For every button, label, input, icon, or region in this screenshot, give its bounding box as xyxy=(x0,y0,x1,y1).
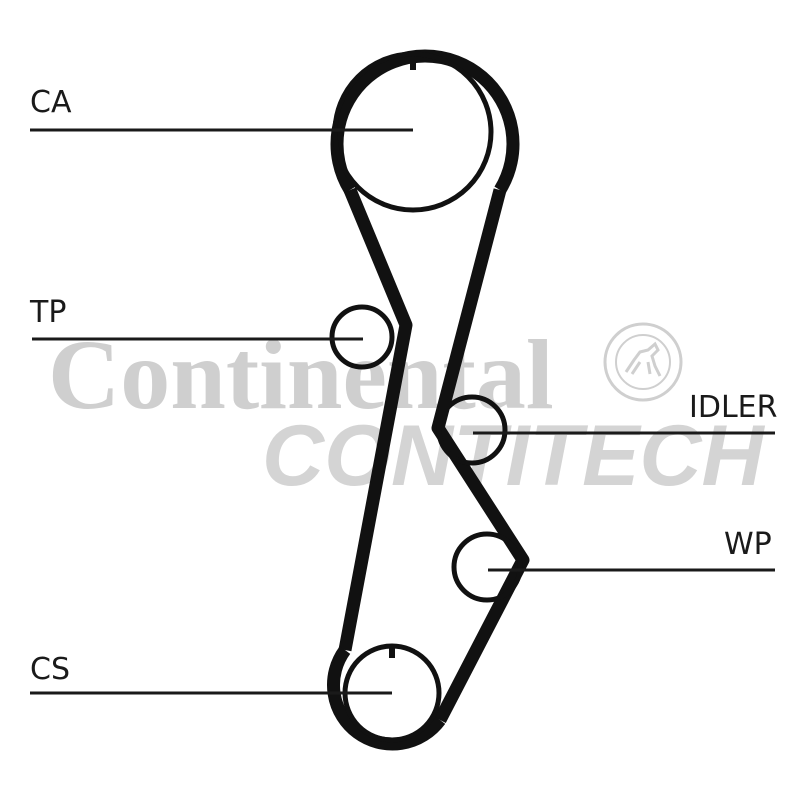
ca-timing-mark xyxy=(410,58,416,70)
watermark-contitech: CONTITECH xyxy=(262,408,766,504)
water-pump-pulley xyxy=(451,531,523,603)
label-wp: WP xyxy=(724,527,772,562)
label-tp: TP xyxy=(30,295,67,330)
cs-timing-mark xyxy=(389,646,395,658)
label-ca: CA xyxy=(30,85,72,120)
tensioner-pulley xyxy=(329,304,395,370)
idler-pulley xyxy=(436,394,508,466)
leader-lines xyxy=(30,128,775,695)
horse-seal-icon xyxy=(603,322,683,402)
camshaft-pulley xyxy=(332,51,494,213)
label-idler: IDLER xyxy=(689,390,778,425)
label-cs: CS xyxy=(30,652,70,687)
